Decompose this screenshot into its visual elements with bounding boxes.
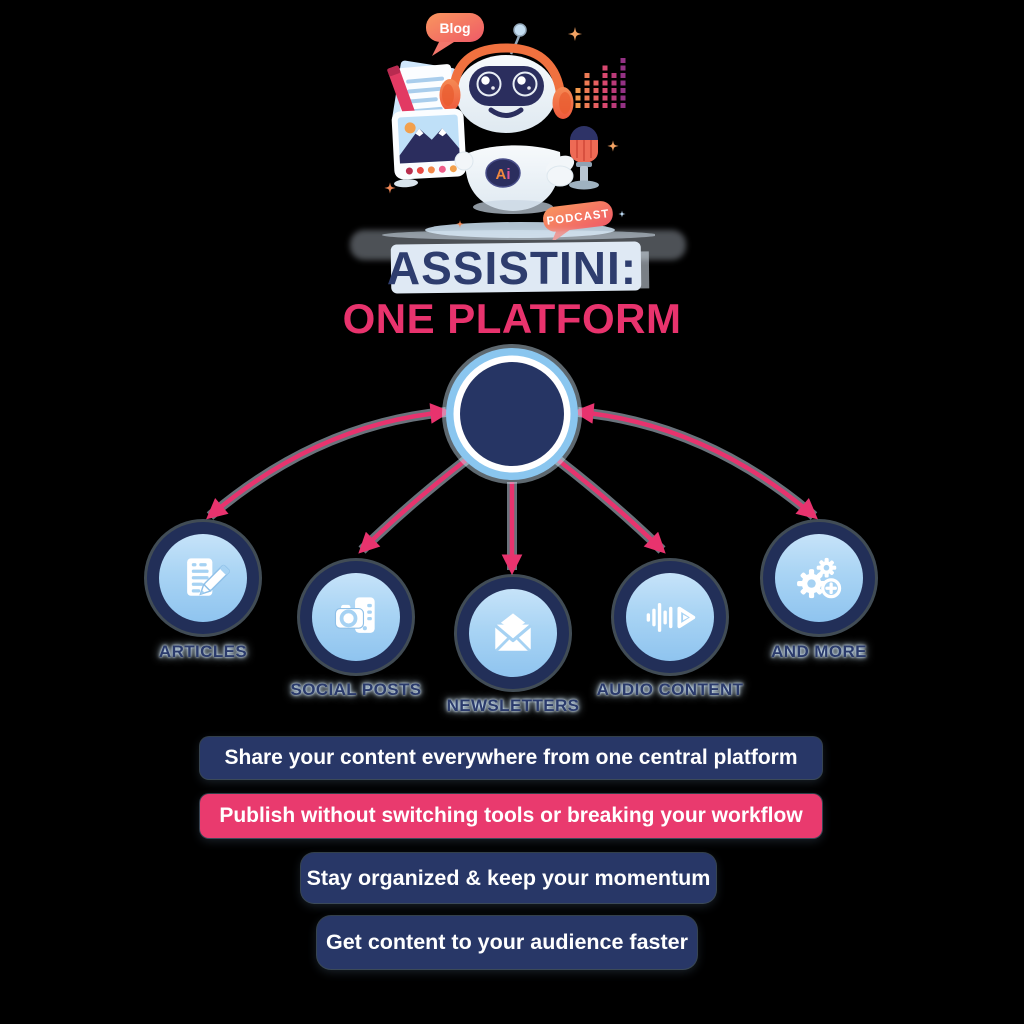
robot-smile bbox=[488, 107, 524, 118]
blog-speech-bubble-icon: Blog bbox=[426, 13, 484, 56]
label-social-posts: SOCIAL POSTS bbox=[290, 680, 422, 699]
node-newsletters bbox=[457, 577, 569, 689]
sparkle-icon bbox=[384, 27, 626, 228]
node-social-posts bbox=[300, 561, 412, 673]
node-and-more-inner bbox=[775, 534, 863, 622]
main-title: ASSISTINI: bbox=[386, 242, 638, 294]
robot-mascot: Blog bbox=[382, 13, 655, 240]
node-audio-content-inner bbox=[626, 573, 714, 661]
banner-stay-organized: Stay organized & keep your momentum bbox=[301, 853, 716, 903]
gears-plus-icon bbox=[797, 557, 842, 599]
node-articles-inner bbox=[159, 534, 247, 622]
central-platform-circle bbox=[442, 344, 582, 484]
node-audio-content bbox=[614, 561, 726, 673]
envelope-icon bbox=[494, 613, 532, 652]
label-newsletters: NEWSLETTERS bbox=[446, 696, 580, 715]
arrow-hub-to-and-more bbox=[572, 403, 818, 520]
node-articles bbox=[147, 522, 259, 634]
robot-eyes bbox=[476, 71, 538, 97]
subtitle: ONE PLATFORM bbox=[342, 295, 682, 342]
arrow-hub-to-articles bbox=[206, 403, 452, 520]
arrow-hub-to-audio-content bbox=[556, 458, 666, 554]
svg-text:Ai: Ai bbox=[495, 166, 510, 183]
headphone-band-icon bbox=[449, 43, 565, 95]
document-pencil-icon bbox=[187, 558, 231, 596]
banner-publish-without-switching: Publish without switching tools or break… bbox=[200, 794, 822, 838]
podcast-speech-bubble-icon: PODCAST bbox=[543, 201, 613, 240]
robot-left-hand bbox=[454, 151, 474, 171]
robot-head bbox=[439, 23, 574, 133]
ai-badge: Ai bbox=[485, 158, 521, 188]
label-and-more: AND MORE bbox=[771, 642, 867, 661]
node-newsletters-inner bbox=[469, 589, 557, 677]
node-social-posts-inner bbox=[312, 573, 400, 661]
ai-badge-letter-a: A bbox=[495, 166, 506, 183]
robot-right-hand bbox=[546, 165, 574, 187]
arrow-hub-to-social-posts bbox=[358, 458, 468, 554]
node-and-more bbox=[763, 522, 875, 634]
microphone-icon bbox=[546, 126, 599, 190]
waveform-play-icon bbox=[646, 603, 696, 632]
banner-share-content: Share your content everywhere from one c… bbox=[200, 737, 822, 779]
banner-get-content-faster: Get content to your audience faster bbox=[317, 916, 697, 969]
camera-phone-icon bbox=[334, 597, 375, 633]
blog-bubble-label: Blog bbox=[439, 20, 470, 36]
ai-badge-letter-i: i bbox=[506, 166, 510, 183]
label-articles: ARTICLES bbox=[158, 642, 248, 661]
headphones-icon bbox=[439, 79, 574, 119]
label-audio-content: AUDIO CONTENT bbox=[596, 680, 744, 699]
bar-chart-icon bbox=[575, 58, 626, 108]
photo-frame-icon bbox=[391, 108, 467, 188]
